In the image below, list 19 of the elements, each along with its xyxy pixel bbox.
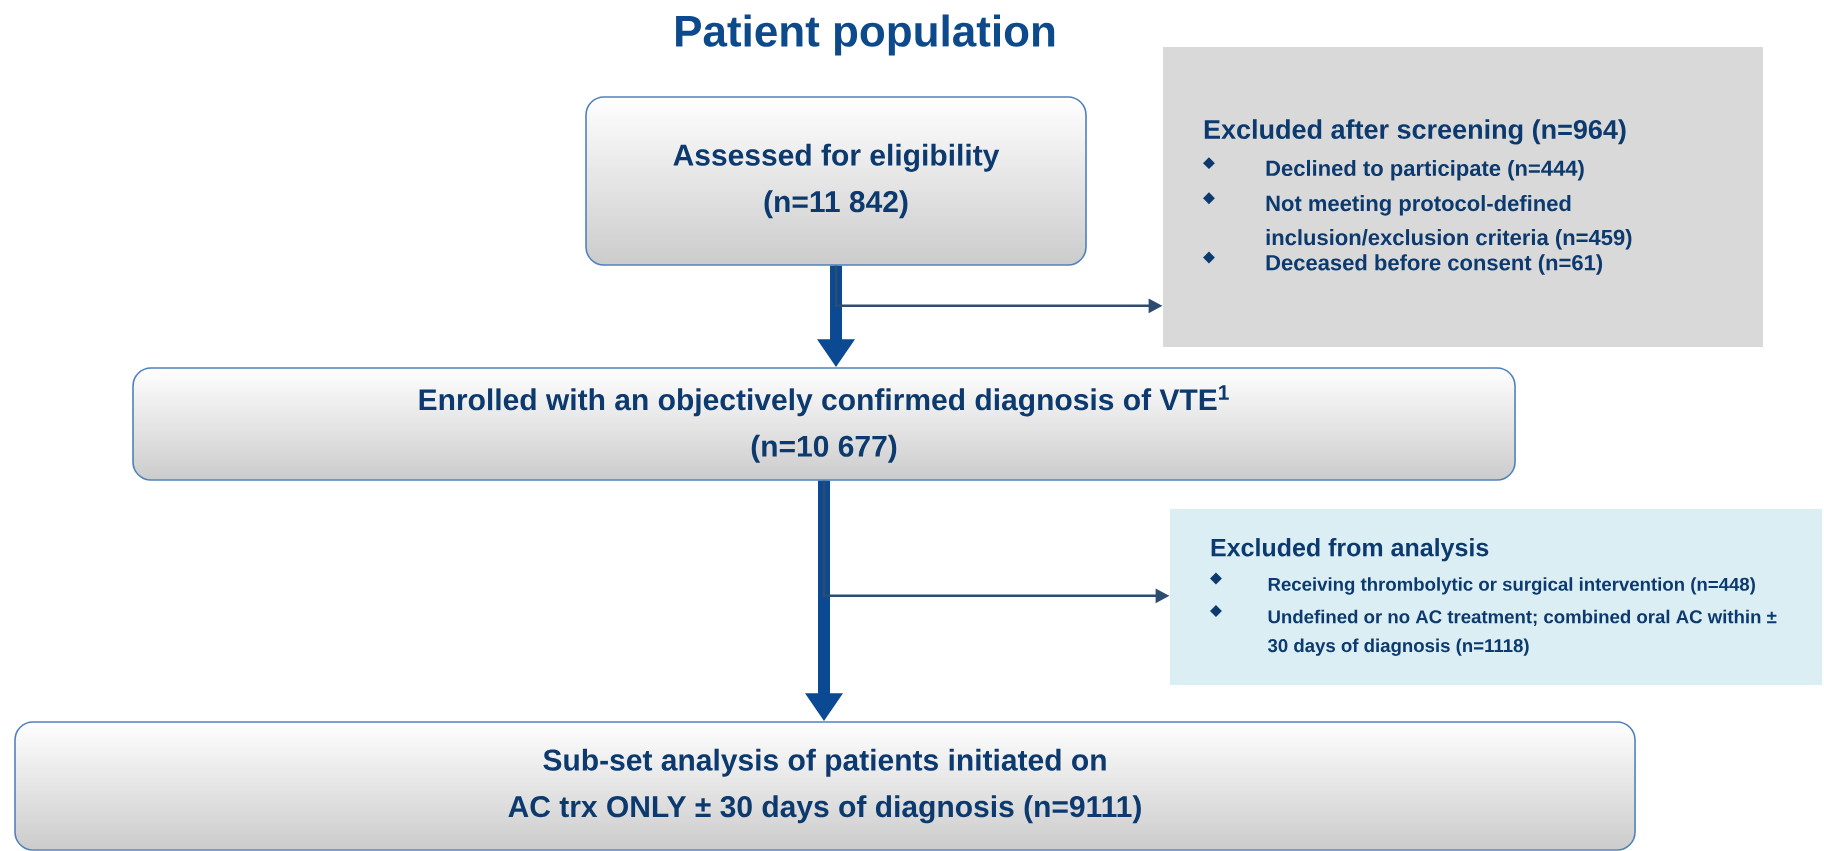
box-text: Sub-set analysis of patients initiated on xyxy=(543,748,1106,777)
box-text: Assessed for eligibility xyxy=(673,143,1000,172)
exclusion-box xyxy=(1170,509,1823,685)
process-box xyxy=(585,96,1087,266)
list-item: Deceased before consent (n=61) xyxy=(1266,254,1603,275)
process-box xyxy=(14,721,1636,851)
box-heading: Excluded after screening (n=964) xyxy=(1204,119,1626,145)
process-box xyxy=(132,367,1516,481)
box-text: AC trx ONLY ± 30 days of diagnosis (n=9111) xyxy=(508,795,1141,824)
list-item: Declined to participate (n=444) xyxy=(1266,159,1584,181)
box-text: (n=11 842) xyxy=(764,190,908,219)
box-heading: Excluded from analysis xyxy=(1211,538,1489,562)
title: Patient population xyxy=(676,14,1055,56)
list-item: Receiving thrombolytic or surgical intervention (n=448) xyxy=(1268,577,1755,595)
list-item: Undefined or no AC treatment; combined oral AC within ± 30 days of diagnosis (n=1118) xyxy=(1267,609,1777,656)
exclusion-box xyxy=(1163,47,1764,347)
box-text: (n=10 677) xyxy=(751,434,897,463)
box-text: Enrolled with an objectively confirmed diagnosis of VTE$^{1}$ xyxy=(419,385,1229,417)
list-item: Not meeting protocol-defined inclusion/exclusion criteria (n=459) xyxy=(1266,195,1632,250)
